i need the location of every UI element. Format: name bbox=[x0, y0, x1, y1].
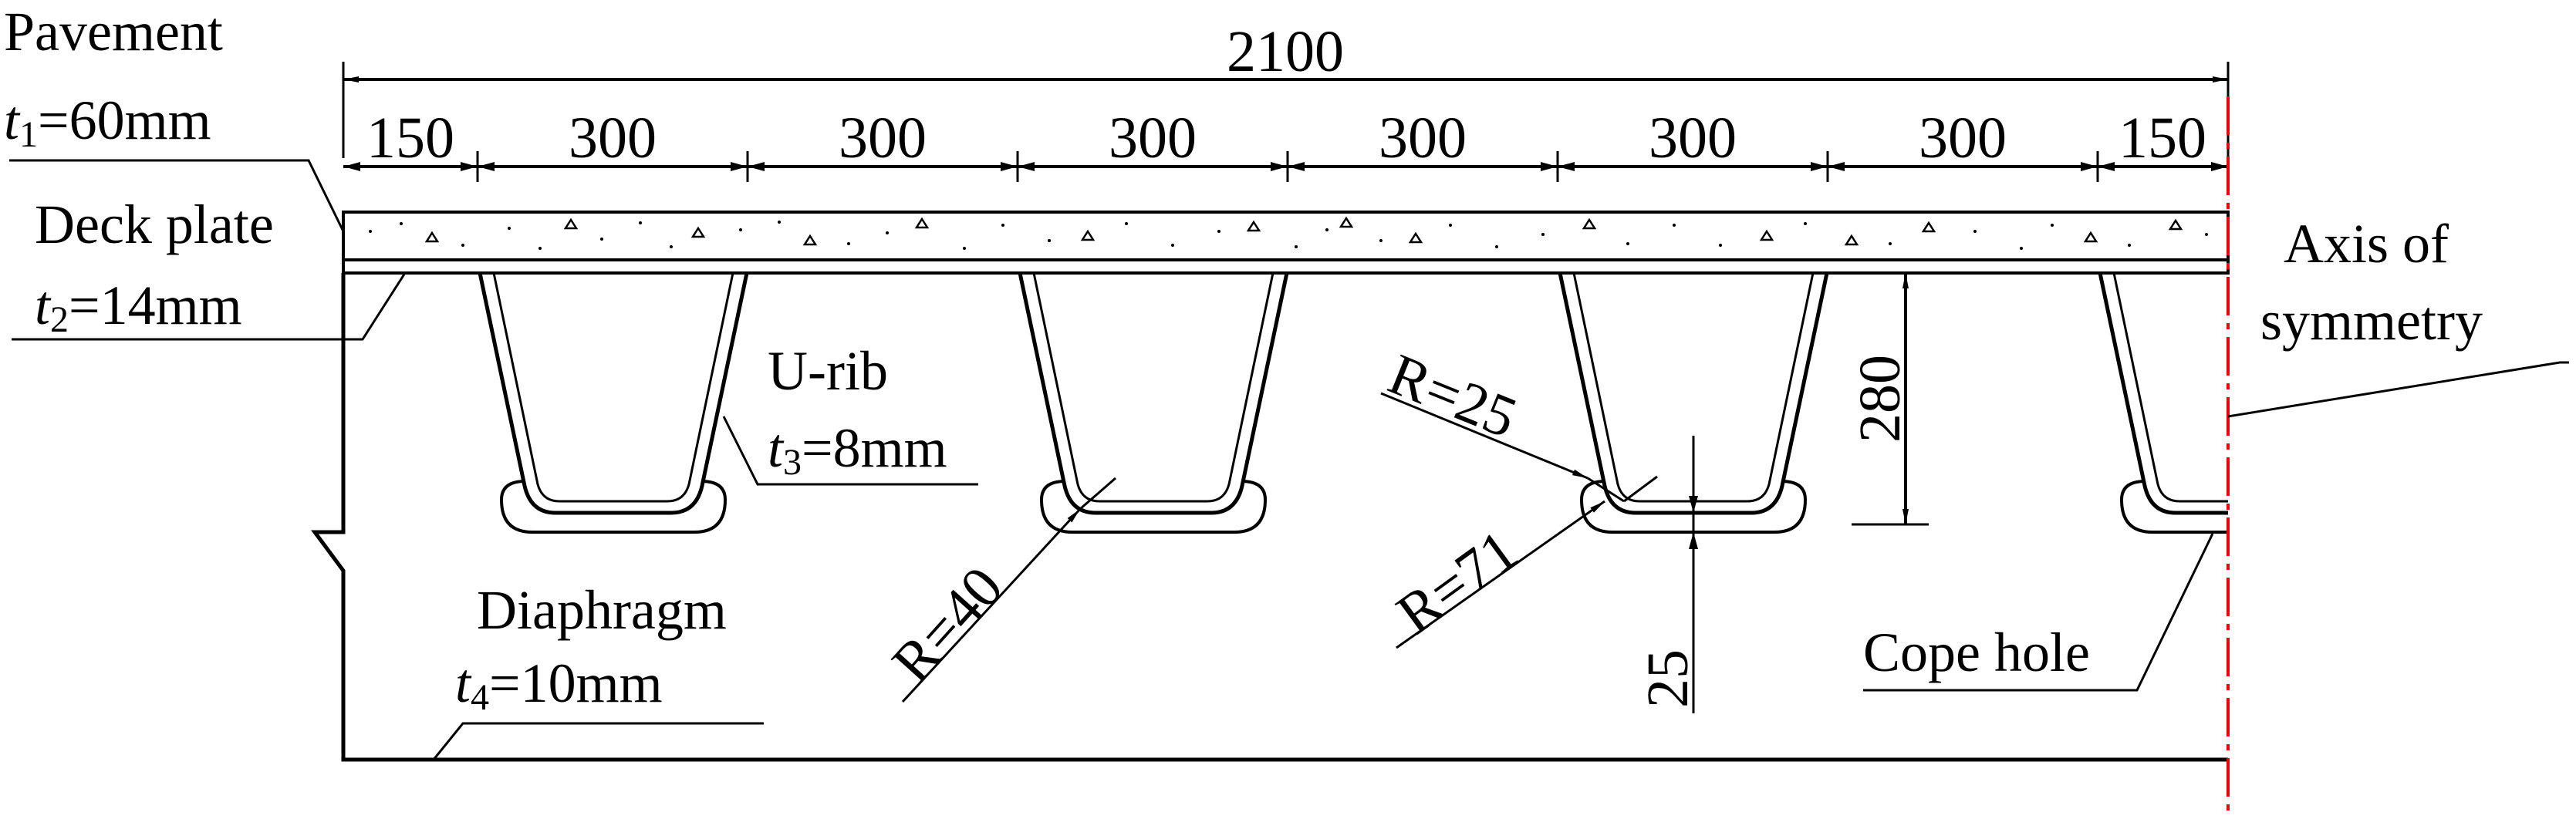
rib-height-dimension: 280 bbox=[1848, 273, 1929, 526]
axis-label-line1: Axis of bbox=[2284, 213, 2449, 275]
deck-plate-thickness-label: t2=14mm bbox=[35, 275, 242, 340]
urib-thickness-label: t3=8mm bbox=[768, 417, 947, 483]
diaphragm-outline bbox=[311, 273, 2228, 762]
axis-callout: Axis of symmetry bbox=[2227, 213, 2569, 418]
dim-gap-label: 25 bbox=[1636, 649, 1700, 708]
pavement-thickness-label: t1=60mm bbox=[4, 89, 211, 155]
u-rib-half bbox=[2098, 272, 2228, 534]
urib-label: U-rib bbox=[768, 340, 888, 402]
dim-r71-label: R=71 bbox=[1386, 517, 1530, 647]
diaphragm-label: Diaphragm bbox=[477, 579, 727, 641]
cope-hole-label: Cope hole bbox=[1863, 622, 2090, 683]
dim-rib-height-label: 280 bbox=[1848, 355, 1913, 443]
radius-r40: R=40 bbox=[879, 477, 1116, 703]
dim-total-label: 2100 bbox=[1227, 19, 1344, 84]
deck-plate-callout: Deck plate t2=14mm bbox=[12, 194, 407, 341]
dim-segment-label: 150 bbox=[2119, 106, 2206, 170]
pavement-label: Pavement bbox=[4, 1, 223, 62]
u-rib bbox=[478, 272, 749, 534]
pavement-layer bbox=[342, 211, 2230, 261]
urib-callout: U-rib t3=8mm bbox=[722, 340, 978, 486]
pavement-callout: Pavement t1=60mm bbox=[4, 1, 345, 232]
dim-segment-label: 300 bbox=[569, 106, 657, 170]
dim-r25-label: R=25 bbox=[1380, 342, 1526, 450]
deck-plate bbox=[342, 258, 2230, 275]
diaphragm-thickness-label: t4=10mm bbox=[455, 652, 663, 718]
gap-dimension: 25 bbox=[1636, 436, 1700, 713]
dim-r40-label: R=40 bbox=[879, 554, 1015, 695]
dim-segment-label: 300 bbox=[1649, 106, 1737, 170]
u-rib bbox=[1018, 272, 1289, 534]
dim-segment-label: 150 bbox=[366, 106, 454, 170]
segment-dimensions: 150 300 300 300 300 300 300 150 bbox=[343, 106, 2228, 182]
dim-segment-label: 300 bbox=[1379, 106, 1467, 170]
deck-plate-label: Deck plate bbox=[35, 194, 274, 255]
dim-segment-label: 300 bbox=[839, 106, 927, 170]
radius-r71: R=71 bbox=[1386, 500, 1605, 649]
cope-hole-callout: Cope hole bbox=[1863, 533, 2214, 692]
diaphragm-callout: Diaphragm t4=10mm bbox=[432, 579, 764, 760]
dim-segment-label: 300 bbox=[1919, 106, 2007, 170]
dim-segment-label: 300 bbox=[1109, 106, 1197, 170]
axis-label-line2: symmetry bbox=[2260, 290, 2483, 352]
overall-dimension: 2100 bbox=[342, 19, 2230, 158]
